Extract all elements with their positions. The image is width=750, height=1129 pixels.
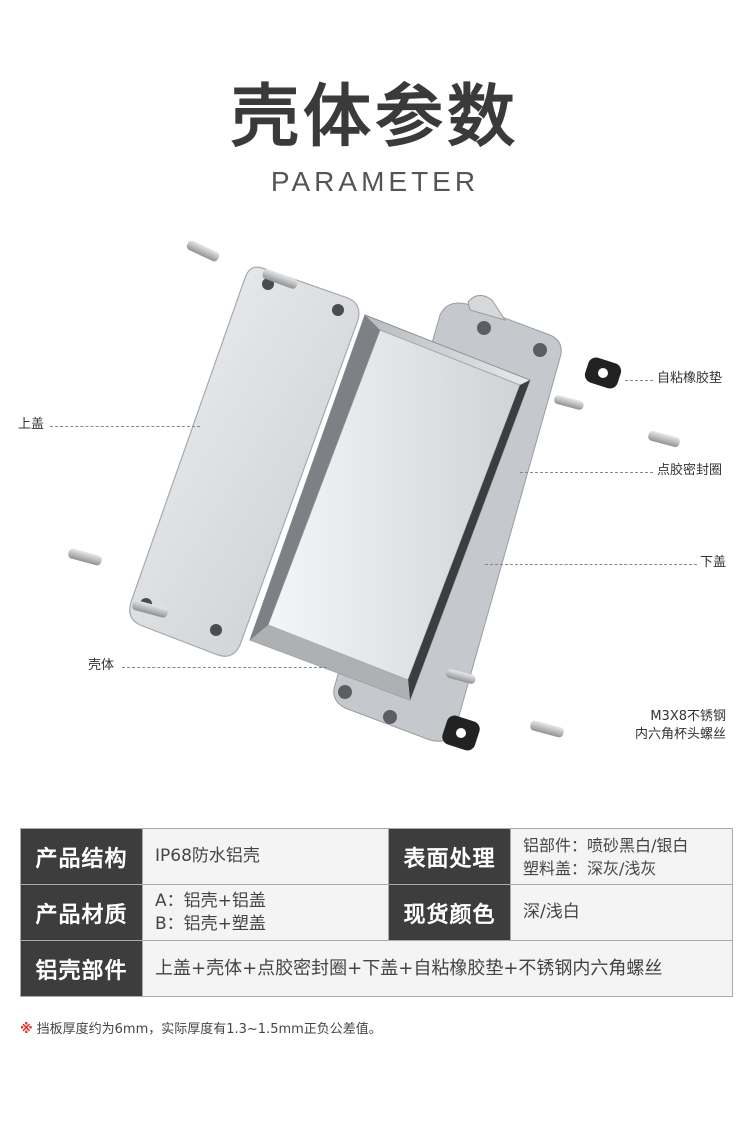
leader-line-housing bbox=[122, 667, 327, 668]
enclosure-illustration bbox=[68, 240, 680, 751]
screw-bottom-left bbox=[132, 600, 168, 618]
callout-adhesive-pad: 自粘橡胶垫 bbox=[657, 371, 723, 386]
leader-line-top-cover bbox=[50, 426, 200, 427]
callout-screw-line2: 内六角杯头螺丝 bbox=[634, 727, 726, 742]
callout-top-cover: 上盖 bbox=[18, 417, 45, 432]
note-text: 挡板厚度约为6mm，实际厚度有1.3~1.5mm正负公差值。 bbox=[36, 1022, 382, 1037]
exploded-view: 上盖 壳体 自粘橡胶垫 点胶密封圈 下盖 M3X8不锈钢 内六角杯头螺丝 bbox=[0, 230, 750, 790]
leader-line-gasket bbox=[520, 472, 653, 473]
value-surface: 铝部件：喷砂黑白/银白 塑料盖：深灰/浅灰 bbox=[510, 828, 733, 885]
header-structure: 产品结构 bbox=[20, 828, 143, 885]
screw-bottom-right-1 bbox=[446, 669, 476, 684]
screw-right-2 bbox=[648, 430, 680, 448]
rubber-pad-top bbox=[584, 357, 622, 389]
table-row: 产品结构 IP68防水铝壳 表面处理 铝部件：喷砂黑白/银白 塑料盖：深灰/浅灰 bbox=[20, 828, 733, 885]
housing-body bbox=[249, 314, 531, 701]
value-stock-color: 深/浅白 bbox=[510, 884, 733, 941]
parameter-table: 产品结构 IP68防水铝壳 表面处理 铝部件：喷砂黑白/银白 塑料盖：深灰/浅灰… bbox=[20, 828, 733, 997]
screw-bottom-right-2 bbox=[530, 720, 564, 738]
footnote: ※挡板厚度约为6mm，实际厚度有1.3~1.5mm正负公差值。 bbox=[20, 1018, 382, 1037]
screw-left bbox=[68, 548, 102, 566]
header-material: 产品材质 bbox=[20, 884, 143, 941]
rubber-pad-bottom bbox=[442, 715, 480, 751]
callout-bottom-cover: 下盖 bbox=[700, 555, 727, 570]
note-mark: ※ bbox=[20, 1022, 33, 1037]
screw-right-1 bbox=[554, 395, 584, 410]
value-material: A：铝壳+铝盖 B：铝壳+塑盖 bbox=[142, 884, 389, 941]
header-surface: 表面处理 bbox=[388, 828, 511, 885]
leader-line-bottom-cover bbox=[485, 564, 697, 565]
table-row: 产品材质 A：铝壳+铝盖 B：铝壳+塑盖 现货颜色 深/浅白 bbox=[20, 884, 733, 941]
screw-top-left bbox=[186, 240, 220, 262]
header-parts: 铝壳部件 bbox=[20, 940, 143, 997]
value-surface-line1: 铝部件：喷砂黑白/银白 bbox=[523, 835, 689, 855]
callout-gasket: 点胶密封圈 bbox=[657, 463, 723, 478]
header-stock-color: 现货颜色 bbox=[388, 884, 511, 941]
value-material-line1: A：铝壳+铝盖 bbox=[155, 890, 266, 911]
page-title: 壳体参数 bbox=[230, 78, 519, 157]
page-subtitle: PARAMETER bbox=[270, 166, 480, 197]
screw-cover bbox=[262, 269, 298, 289]
callout-screw-line1: M3X8不锈钢 bbox=[650, 709, 726, 724]
callout-housing: 壳体 bbox=[88, 658, 115, 673]
callout-screw: M3X8不锈钢 内六角杯头螺丝 bbox=[608, 708, 726, 744]
table-row: 铝壳部件 上盖+壳体+点胶密封圈+下盖+自粘橡胶垫+不锈钢内六角螺丝 bbox=[20, 940, 733, 997]
value-material-line2: B：铝壳+塑盖 bbox=[155, 913, 266, 934]
value-structure: IP68防水铝壳 bbox=[142, 828, 389, 885]
leader-line-adhesive-pad bbox=[625, 380, 653, 381]
value-surface-line2: 塑料盖：深灰/浅灰 bbox=[523, 858, 657, 878]
value-parts: 上盖+壳体+点胶密封圈+下盖+自粘橡胶垫+不锈钢内六角螺丝 bbox=[142, 940, 733, 997]
